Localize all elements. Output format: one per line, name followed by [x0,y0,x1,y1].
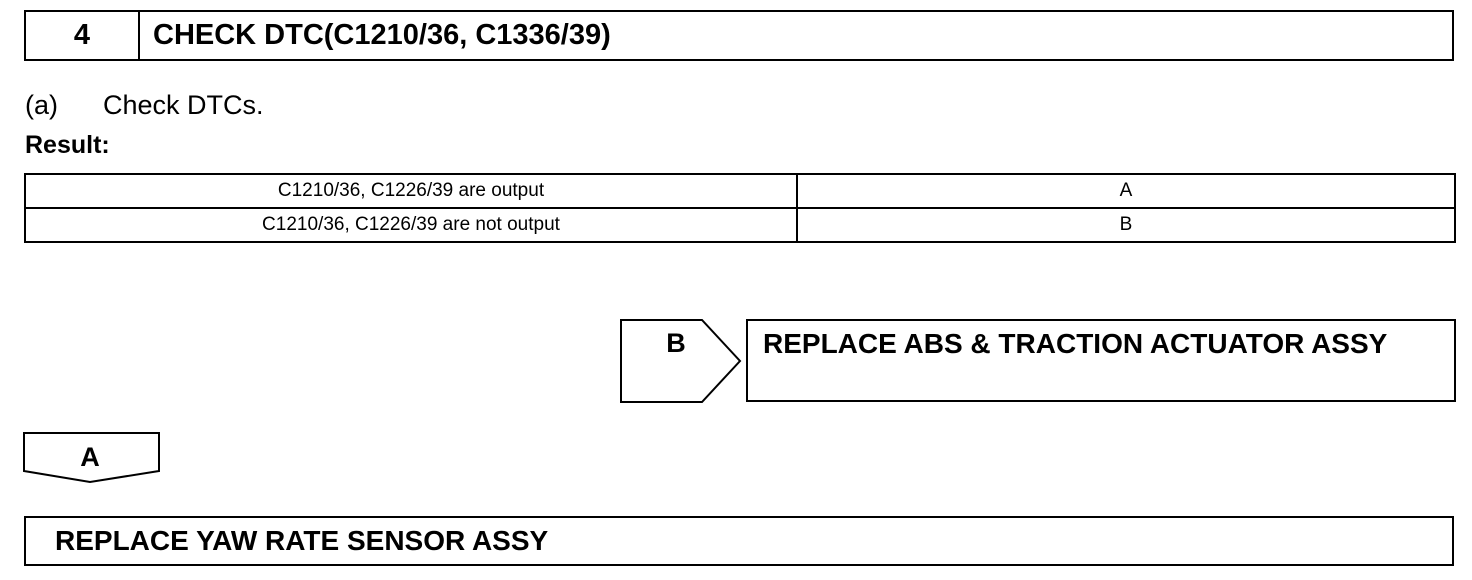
table-row: C1210/36, C1226/39 are not output B [24,207,1456,243]
result-code-cell: B [796,207,1456,243]
branch-b-arrow-icon [620,319,742,403]
result-code-cell: A [796,173,1456,209]
result-table: C1210/36, C1226/39 are output A C1210/36… [24,173,1456,243]
instruction-line: (a) Check DTCs. [25,90,264,121]
step-header: 4 CHECK DTC(C1210/36, C1336/39) [24,10,1454,61]
result-condition-cell: C1210/36, C1226/39 are output [24,173,798,209]
result-condition-cell: C1210/36, C1226/39 are not output [24,207,798,243]
instruction-marker: (a) [25,90,58,120]
branch-b-action-text: REPLACE ABS & TRACTION ACTUATOR ASSY [763,328,1388,359]
table-row: C1210/36, C1226/39 are output A [24,173,1456,209]
branch-a-arrow-icon [23,432,160,484]
branch-b-action-box: REPLACE ABS & TRACTION ACTUATOR ASSY [746,319,1456,402]
step-title: CHECK DTC(C1210/36, C1336/39) [153,19,611,51]
step-number: 4 [26,12,140,59]
branch-a-action-box: REPLACE YAW RATE SENSOR ASSY [24,516,1454,566]
instruction-text: Check DTCs. [103,90,264,120]
branch-b-label: B [666,328,686,358]
branch-a-action-text: REPLACE YAW RATE SENSOR ASSY [55,525,549,556]
result-label: Result: [25,131,110,159]
branch-a-label: A [80,442,100,472]
